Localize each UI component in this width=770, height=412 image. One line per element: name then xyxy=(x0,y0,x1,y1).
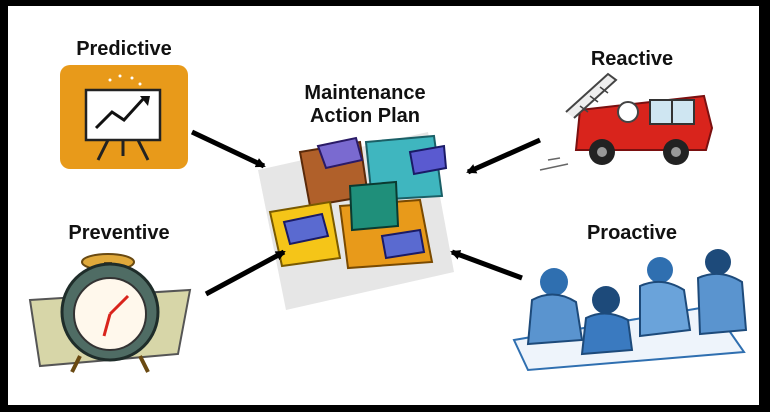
node-label-preventive: Preventive xyxy=(68,222,170,244)
presentation-chart-icon xyxy=(60,65,188,169)
node-label-predictive: Predictive xyxy=(76,38,172,60)
alarm-clock-icon xyxy=(28,253,192,373)
arrow-proactive-to-center xyxy=(450,249,523,281)
fire-truck-icon xyxy=(539,72,714,171)
node-label-reactive: Reactive xyxy=(590,48,674,70)
arrow-preventive-to-center xyxy=(204,249,286,297)
arrow-predictive-to-center xyxy=(190,129,266,169)
puzzle-hands-icon xyxy=(258,132,454,310)
center-title-line2: Action Plan xyxy=(309,105,420,127)
node-label-proactive: Proactive xyxy=(586,222,678,244)
center-title-line1: Maintenance xyxy=(304,82,426,104)
center-title: Maintenance Action Plan xyxy=(270,82,460,128)
arrow-reactive-to-center xyxy=(466,137,542,175)
team-planning-icon xyxy=(512,249,748,372)
